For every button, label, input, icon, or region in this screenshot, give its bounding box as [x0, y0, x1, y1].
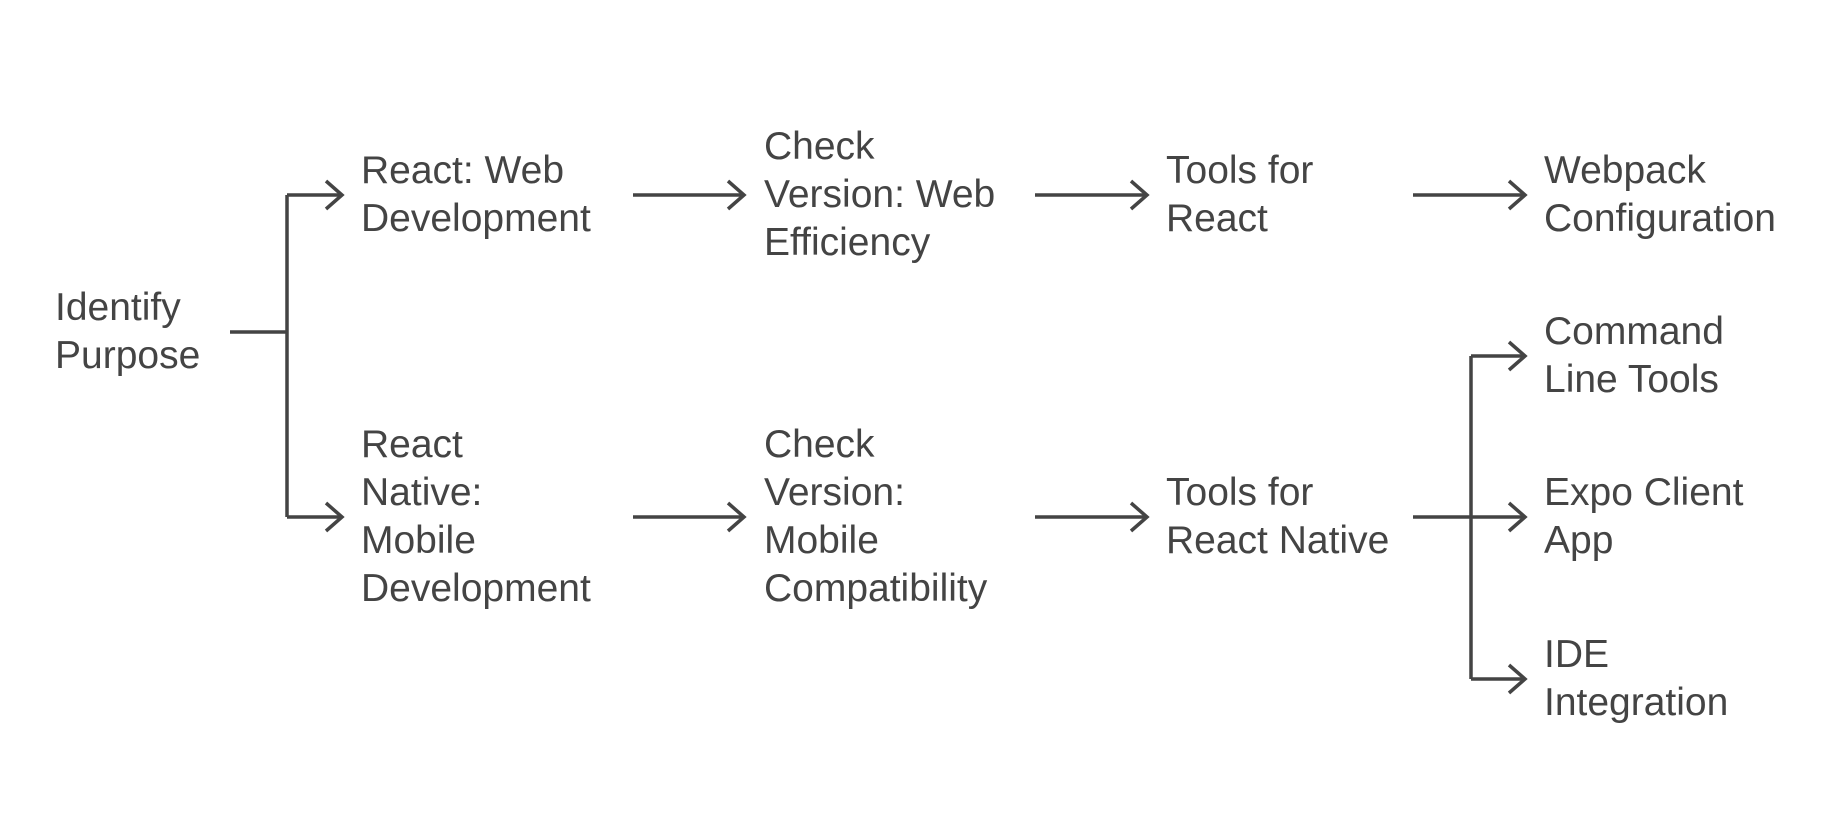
arrowhead-ide [1507, 663, 1528, 695]
node-react-native: React Native: Mobile Development [361, 421, 591, 613]
node-check-mobile: Check Version: Mobile Compatibility [764, 421, 987, 613]
node-identify-purpose-line-2: Purpose [55, 334, 201, 377]
node-expo: Expo Client App [1544, 469, 1743, 565]
arrowhead-webpack [1507, 179, 1528, 211]
node-expo-line-1: Expo Client [1544, 471, 1744, 514]
node-react-web-line-1: React: Web [361, 149, 565, 192]
arrowhead-check-web [726, 179, 747, 211]
node-tools-native-line-1: Tools for [1166, 471, 1314, 514]
node-check-web-line-2: Version: Web [764, 173, 996, 216]
arrowhead-react-native [324, 501, 345, 533]
node-react-web: React: Web Development [361, 147, 591, 243]
connector-identify-branch [230, 195, 289, 517]
node-ide-line-2: Integration [1544, 681, 1729, 724]
node-react-web-line-2: Development [361, 197, 591, 240]
arrowhead-react-web [324, 179, 345, 211]
arrowhead-cli-tools [1507, 340, 1528, 372]
node-react-native-line-1: React [361, 423, 463, 466]
node-expo-line-2: App [1544, 519, 1614, 562]
arrowhead-tools-react [1129, 179, 1150, 211]
node-check-web-line-1: Check [764, 125, 875, 168]
arrowhead-expo [1507, 501, 1528, 533]
connector-tools-native-branch [1413, 356, 1523, 679]
node-tools-native-line-2: React Native [1166, 519, 1390, 562]
node-check-mobile-line-4: Compatibility [764, 567, 988, 610]
node-webpack-line-2: Configuration [1544, 197, 1776, 240]
node-check-web-line-3: Efficiency [764, 221, 931, 264]
node-check-web: Check Version: Web Efficiency [764, 123, 995, 267]
node-ide-line-1: IDE [1544, 633, 1610, 676]
arrowhead-check-mobile [726, 501, 747, 533]
node-react-native-line-3: Mobile [361, 519, 476, 562]
node-tools-react-line-1: Tools for [1166, 149, 1314, 192]
arrowhead-tools-native [1129, 501, 1150, 533]
node-tools-native: Tools for React Native [1166, 469, 1389, 565]
node-cli-tools-line-1: Command [1544, 310, 1724, 353]
node-cli-tools-line-2: Line Tools [1544, 358, 1719, 401]
node-identify-purpose-line-1: Identify [55, 286, 181, 329]
node-check-mobile-line-3: Mobile [764, 519, 879, 562]
node-react-native-line-4: Development [361, 567, 591, 610]
node-check-mobile-line-2: Version: [764, 471, 905, 514]
node-webpack: Webpack Configuration [1544, 147, 1776, 243]
node-tools-react: Tools for React [1166, 147, 1313, 243]
node-cli-tools: Command Line Tools [1544, 308, 1724, 404]
node-tools-react-line-2: React [1166, 197, 1268, 240]
node-check-mobile-line-1: Check [764, 423, 875, 466]
node-identify-purpose: Identify Purpose [55, 284, 200, 380]
node-ide: IDE Integration [1544, 631, 1728, 727]
node-webpack-line-1: Webpack [1544, 149, 1706, 192]
node-react-native-line-2: Native: [361, 471, 483, 514]
